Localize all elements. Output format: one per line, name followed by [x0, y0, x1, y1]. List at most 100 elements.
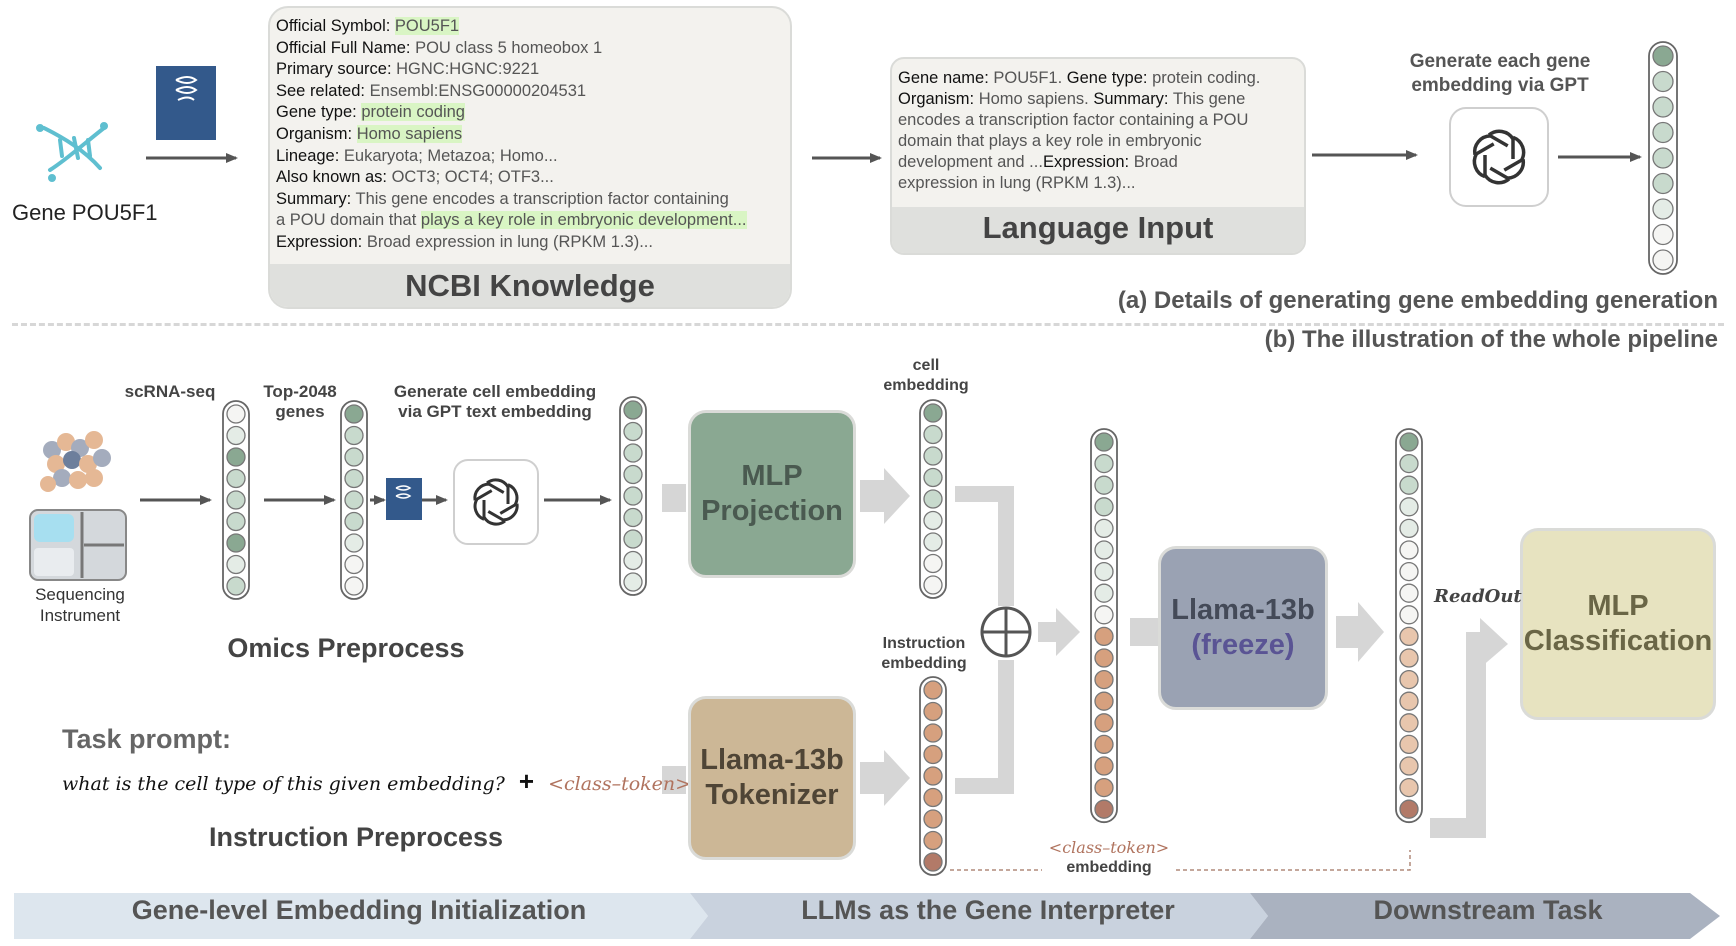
embedding-dot — [1094, 453, 1114, 474]
language-value: Broad — [1129, 153, 1178, 171]
language-key: Organism: — [898, 90, 975, 108]
flow-llama-to-out — [1336, 602, 1384, 662]
prompt-plus: + — [518, 766, 535, 796]
embedding-dot — [1399, 626, 1419, 647]
embedding-dot — [623, 464, 643, 485]
embedding-dot — [1399, 475, 1419, 495]
embedding-dot — [1652, 70, 1674, 93]
embedding-dot — [344, 511, 364, 532]
embedding-dot — [1094, 432, 1114, 452]
embedding-dot — [923, 830, 943, 851]
embedding-dot — [923, 701, 943, 722]
ncbi-line-key: Official Symbol: — [276, 17, 391, 35]
omics-title: Omics Preprocess — [227, 633, 465, 663]
language-value: domain that plays a key role in embryoni… — [898, 132, 1202, 150]
ncbi-line-key: Gene type: — [276, 103, 357, 122]
ncbi-line-value: Ensembl:ENSG00000204531 — [369, 81, 587, 100]
concat-plus-icon — [980, 606, 1032, 658]
embedding-dot — [1094, 518, 1114, 539]
embedding-dot — [623, 507, 643, 528]
language-line: Organism: Homo sapiens. Summary: This ge… — [898, 89, 1300, 110]
embedding-dot — [1094, 734, 1114, 755]
embedding-dot — [923, 489, 943, 509]
ncbi-line-value: plays a key role in embryonic developmen… — [420, 211, 747, 230]
caption-a: (a) Details of generating gene embedding… — [1117, 287, 1718, 314]
prompt-question: what is the cell type of this given embe… — [62, 773, 505, 795]
embedding-dot — [226, 511, 246, 532]
embedding-dot — [1652, 121, 1674, 144]
caption-b: (b) The illustration of the whole pipeli… — [1264, 326, 1718, 353]
ncbi-small-icon — [386, 478, 422, 520]
flow-mlp-to-cell — [860, 468, 910, 524]
embedding-dot — [1094, 691, 1114, 711]
embedding-dot — [1094, 561, 1114, 582]
embedding-dot — [1652, 172, 1674, 195]
embedding-dot — [226, 576, 246, 596]
embedding-dot — [1399, 583, 1419, 603]
embedding-dot — [226, 490, 246, 510]
embedding-dot — [1652, 249, 1674, 271]
language-value: expression in lung (RPKM 1.3)... — [898, 174, 1136, 192]
embedding-dot — [226, 447, 246, 467]
cell-embedding-label: cell embedding — [883, 357, 969, 394]
language-key: Gene name: — [898, 69, 989, 87]
ncbi-summary-line: Summary: This gene encodes a transcripti… — [276, 189, 796, 211]
stage-band-2 — [690, 893, 1268, 939]
embedding-dot — [623, 443, 643, 463]
embedding-dot — [623, 550, 643, 571]
embedding-dot — [1094, 475, 1114, 495]
language-input-text: Gene name: POU5F1. Gene type: protein co… — [898, 68, 1300, 194]
flow-instr-to-plus — [955, 660, 1014, 794]
embedding-dot — [623, 486, 643, 506]
ncbi-line: Also known as: OCT3; OCT4; OTF3... — [276, 167, 796, 189]
flow-instr-to-tok — [662, 766, 686, 794]
embedding-dot — [1399, 799, 1419, 819]
embedding-dot — [1094, 648, 1114, 668]
gpt-logo-icon — [1449, 107, 1549, 207]
embedding-dot — [1399, 669, 1419, 690]
ncbi-line: Lineage: Eukaryota; Metazoa; Homo... — [276, 146, 796, 168]
language-key: Expression: — [1042, 153, 1130, 171]
ncbi-line-value: POU5F1 — [394, 17, 460, 35]
language-input-card — [890, 57, 1306, 255]
embedding-dot — [1399, 432, 1419, 452]
ncbi-line: See related: Ensembl:ENSG00000204531 — [276, 81, 796, 103]
embedding-dot — [344, 404, 364, 424]
ncbi-line-value: OCT3; OCT4; OTF3... — [391, 168, 554, 187]
embedding-dot — [1652, 147, 1674, 169]
ncbi-line-value: Broad expression in lung (RPKM 1.3)... — [366, 232, 653, 251]
embedding-dot — [1399, 605, 1419, 625]
language-value: POU5F1. — [988, 69, 1067, 87]
language-value: This gene — [1168, 90, 1246, 108]
ncbi-knowledge-card — [268, 6, 792, 309]
embedding-dot — [1399, 756, 1419, 776]
ncbi-expression-line: Expression: Broad expression in lung (RP… — [276, 232, 796, 254]
embedding-dot — [1652, 223, 1674, 246]
ncbi-line-key: Expression: — [276, 232, 363, 251]
section-divider — [12, 323, 1724, 326]
embedding-dot — [1094, 583, 1114, 603]
embedding-dot — [344, 490, 364, 510]
ncbi-line-key: Lineage: — [276, 146, 340, 165]
ncbi-line-key: Organism: — [276, 124, 353, 143]
ncbi-line: Official Symbol: POU5F1 — [276, 16, 796, 38]
ncbi-summary-line2: a POU domain that plays a key role in em… — [276, 210, 796, 232]
embedding-dot — [1094, 626, 1114, 647]
embedding-dot — [344, 554, 364, 575]
language-value: protein coding. — [1147, 69, 1261, 87]
cell-embedding-bar — [919, 399, 947, 599]
embedding-dot — [226, 533, 246, 553]
embedding-dot — [923, 467, 943, 488]
embedding-dot — [1399, 777, 1419, 798]
embedding-dot — [226, 468, 246, 489]
embedding-dot — [1094, 756, 1114, 776]
embedding-dot — [923, 403, 943, 423]
scrna-label: scRNA-seq — [124, 382, 216, 401]
embedding-dot — [923, 680, 943, 700]
language-line: expression in lung (RPKM 1.3)... — [898, 173, 1300, 194]
stage-band-3 — [1250, 893, 1720, 939]
task-prompt-label: Task prompt: — [62, 724, 232, 754]
embedding-dot — [1399, 540, 1419, 560]
cell-vector-bar — [619, 396, 647, 596]
